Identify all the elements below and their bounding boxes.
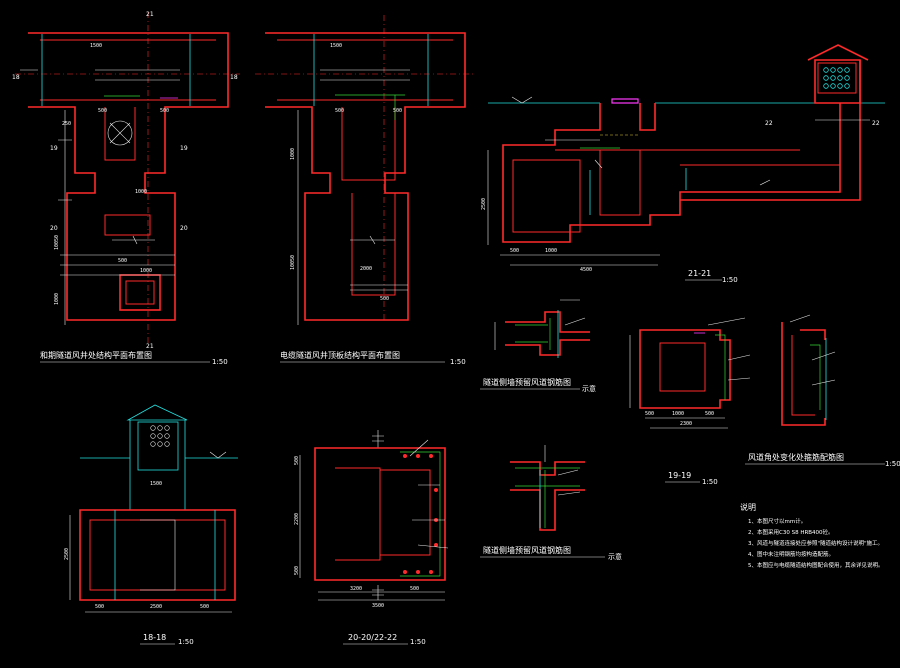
dim-label: 2200	[294, 513, 300, 525]
dim-label: 500	[160, 108, 169, 114]
section-mark-19-right: 19	[180, 145, 188, 152]
section-mark-19-left: 19	[50, 145, 58, 152]
section-21-21: 22 22 2500 500 1000 4500 21-21 1:50	[481, 44, 885, 284]
notes-block: 说明 1、本图尺寸以mm计。 2、本图采用C30 S8 HRB400砼。 3、风…	[740, 502, 884, 569]
dim-label: 3500	[372, 603, 384, 609]
dim-label: 500	[393, 108, 402, 114]
dim-label: 500	[98, 108, 107, 114]
detail-2-scale: 示意	[608, 552, 622, 561]
dim-label: 500	[200, 604, 209, 610]
section-mark-20-left: 20	[50, 225, 58, 232]
section-20-22: 500 2200 500 3200 500 3500 20-20/22-22 1…	[294, 430, 449, 646]
section-mark-22-left: 22	[765, 120, 773, 127]
dim-label: 10050	[290, 255, 296, 270]
dim-label: 1000	[54, 293, 60, 305]
dim-label: 250	[62, 121, 71, 127]
note-item: 4、图中未注明钢筋均按构造配筋。	[748, 550, 834, 558]
dim-label: 2300	[680, 421, 692, 427]
note-item: 2、本图采用C30 S8 HRB400砼。	[748, 528, 834, 536]
note-item: 5、本图应与电缆隧道结构图配合使用，其余详见说明。	[748, 561, 884, 569]
vent-holes-21	[823, 67, 850, 89]
detail-2-title: 隧道侧墙预留风道钢筋图	[483, 545, 571, 555]
right-plan-scale: 1:50	[450, 358, 466, 366]
dim-label: 2500	[64, 548, 70, 560]
dim-label: 1000	[135, 189, 147, 195]
dim-label: 1000	[290, 148, 296, 160]
right-plan-title: 电缆隧道风井顶板结构平面布置图	[280, 350, 400, 360]
right-plan-view: 1500 500 2000 500 500 10050 1000 电缆隧道风井顶…	[255, 15, 475, 366]
dim-label: 500	[294, 456, 300, 465]
rebar-dots	[403, 454, 438, 574]
section-19-scale: 1:50	[702, 478, 718, 486]
dim-label: 500	[705, 411, 714, 417]
dim-label: 4500	[580, 267, 592, 273]
dim-label: 500	[95, 604, 104, 610]
dim-label: 500	[335, 108, 344, 114]
detail-1: 隧道侧墙预留风道钢筋图 示意	[480, 299, 596, 393]
dim-label: 1000	[140, 268, 152, 274]
section-18-18: 1500 500 2500 500 2500 18-18 1:50	[64, 404, 238, 646]
section-20-scale: 1:50	[410, 638, 426, 646]
dim-label: 500	[410, 586, 419, 592]
section-19-19: 500 1000 500 2300 19-19 1:50	[629, 317, 751, 486]
section-18-title: 18-18	[143, 633, 166, 642]
section-20-title: 20-20/22-22	[348, 633, 397, 642]
detail-3-scale: 1:50	[885, 460, 900, 468]
notes-heading: 说明	[740, 502, 756, 512]
detail-1-title: 隧道侧墙预留风道钢筋图	[483, 377, 571, 387]
section-mark-22-right: 22	[872, 120, 880, 127]
detail-2: 隧道侧墙预留风道钢筋图 示意	[480, 445, 622, 561]
dim-label: 1000	[672, 411, 684, 417]
dim-label: 1000	[545, 248, 557, 254]
section-21-title: 21-21	[688, 269, 711, 278]
section-19-title: 19-19	[668, 471, 691, 480]
section-mark-21-bottom: 21	[146, 343, 154, 350]
dim-label: 3200	[350, 586, 362, 592]
dim-label: 1500	[330, 43, 342, 49]
dim-label: 2000	[360, 266, 372, 272]
detail-3-title: 风道角处变化处箍筋配筋图	[748, 452, 844, 462]
section-mark-18-left: 18	[12, 74, 20, 81]
section-21-scale: 1:50	[722, 276, 738, 284]
section-mark-18-right: 18	[230, 74, 238, 81]
dim-label: 500	[118, 258, 127, 264]
dim-label: 1500	[150, 481, 162, 487]
section-mark-20-right: 20	[180, 225, 188, 232]
dim-label: 10050	[54, 235, 60, 250]
dim-label: 500	[380, 296, 389, 302]
left-plan-title: 和期隧道风井处结构平面布置图	[40, 350, 152, 360]
vent-holes-18	[150, 425, 170, 447]
note-item: 3、风道与隧道连接处应参照"隧道结构设计说明"施工。	[748, 539, 883, 547]
note-item: 1、本图尺寸以mm计。	[748, 517, 806, 525]
left-plan-scale: 1:50	[212, 358, 228, 366]
left-plan-view: 21 21 18 18 19 19 20 20 1500 250 500 100…	[12, 11, 240, 366]
section-18-scale: 1:50	[178, 638, 194, 646]
dim-label: 500	[645, 411, 654, 417]
dim-label: 500	[510, 248, 519, 254]
dim-label: 1500	[90, 43, 102, 49]
dim-label: 500	[294, 566, 300, 575]
section-mark-21-top: 21	[146, 11, 154, 18]
dim-label: 2500	[481, 198, 487, 210]
detail-1-scale: 示意	[582, 384, 596, 393]
dim-label: 2500	[150, 604, 162, 610]
detail-3: 风道角处变化处箍筋配筋图 1:50	[745, 314, 900, 468]
